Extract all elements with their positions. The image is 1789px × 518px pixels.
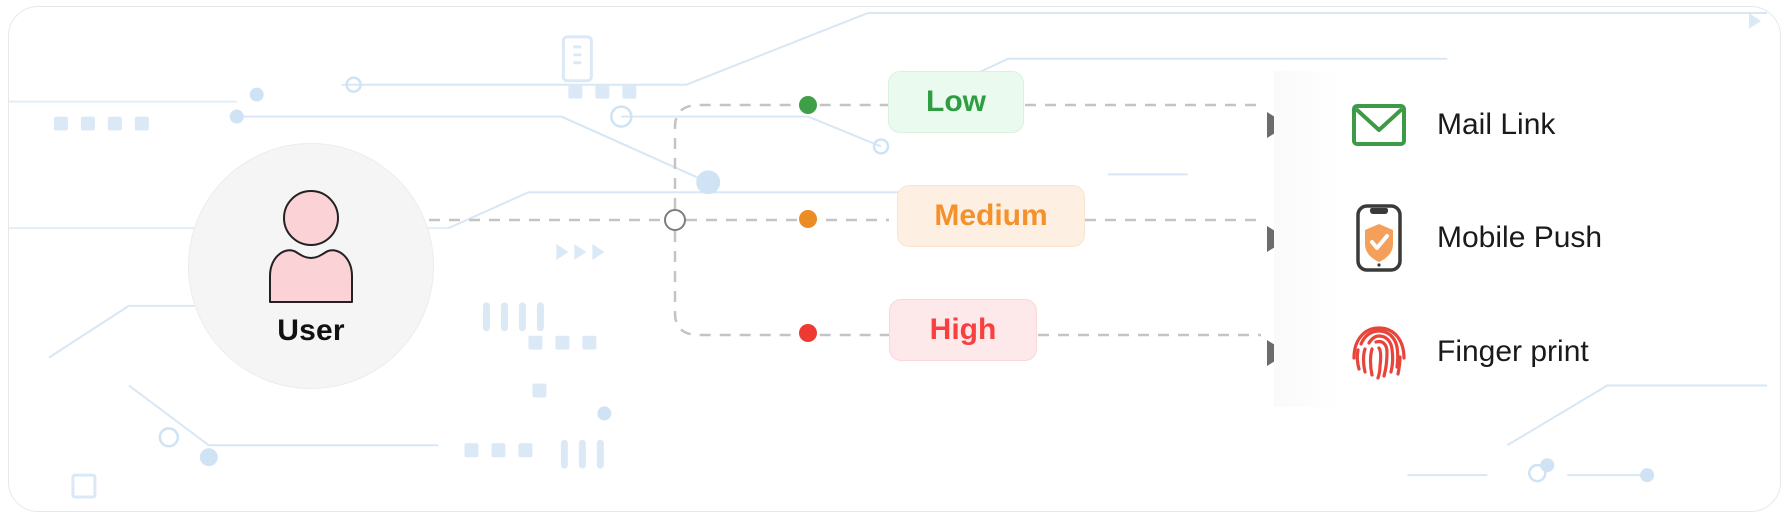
methods-panel-backdrop (1274, 71, 1344, 407)
method-label-mail-link: Mail Link (1437, 108, 1556, 141)
branch-dot-medium[interactable] (799, 210, 817, 228)
method-label-mobile-push: Mobile Push (1437, 221, 1603, 254)
diagram-card: User Low Medium High Mail Link (8, 6, 1781, 512)
user-node-label: User (277, 314, 345, 347)
user-avatar-icon (262, 188, 360, 306)
risk-chip-high[interactable]: High (889, 299, 1037, 361)
mail-envelope-icon (1349, 93, 1409, 157)
risk-chip-low[interactable]: Low (888, 71, 1024, 133)
risk-chip-medium[interactable]: Medium (897, 185, 1085, 247)
branch-dot-low[interactable] (799, 96, 817, 114)
fingerprint-icon (1349, 320, 1409, 384)
method-row-mail-link[interactable]: Mail Link (1349, 88, 1555, 162)
mobile-push-shield-icon (1349, 204, 1409, 272)
method-row-mobile-push[interactable]: Mobile Push (1349, 201, 1602, 275)
junction-node-icon[interactable] (664, 209, 686, 231)
branch-dot-high[interactable] (799, 324, 817, 342)
method-row-finger-print[interactable]: Finger print (1349, 315, 1589, 389)
user-node[interactable]: User (188, 143, 434, 389)
method-label-finger-print: Finger print (1437, 335, 1589, 368)
